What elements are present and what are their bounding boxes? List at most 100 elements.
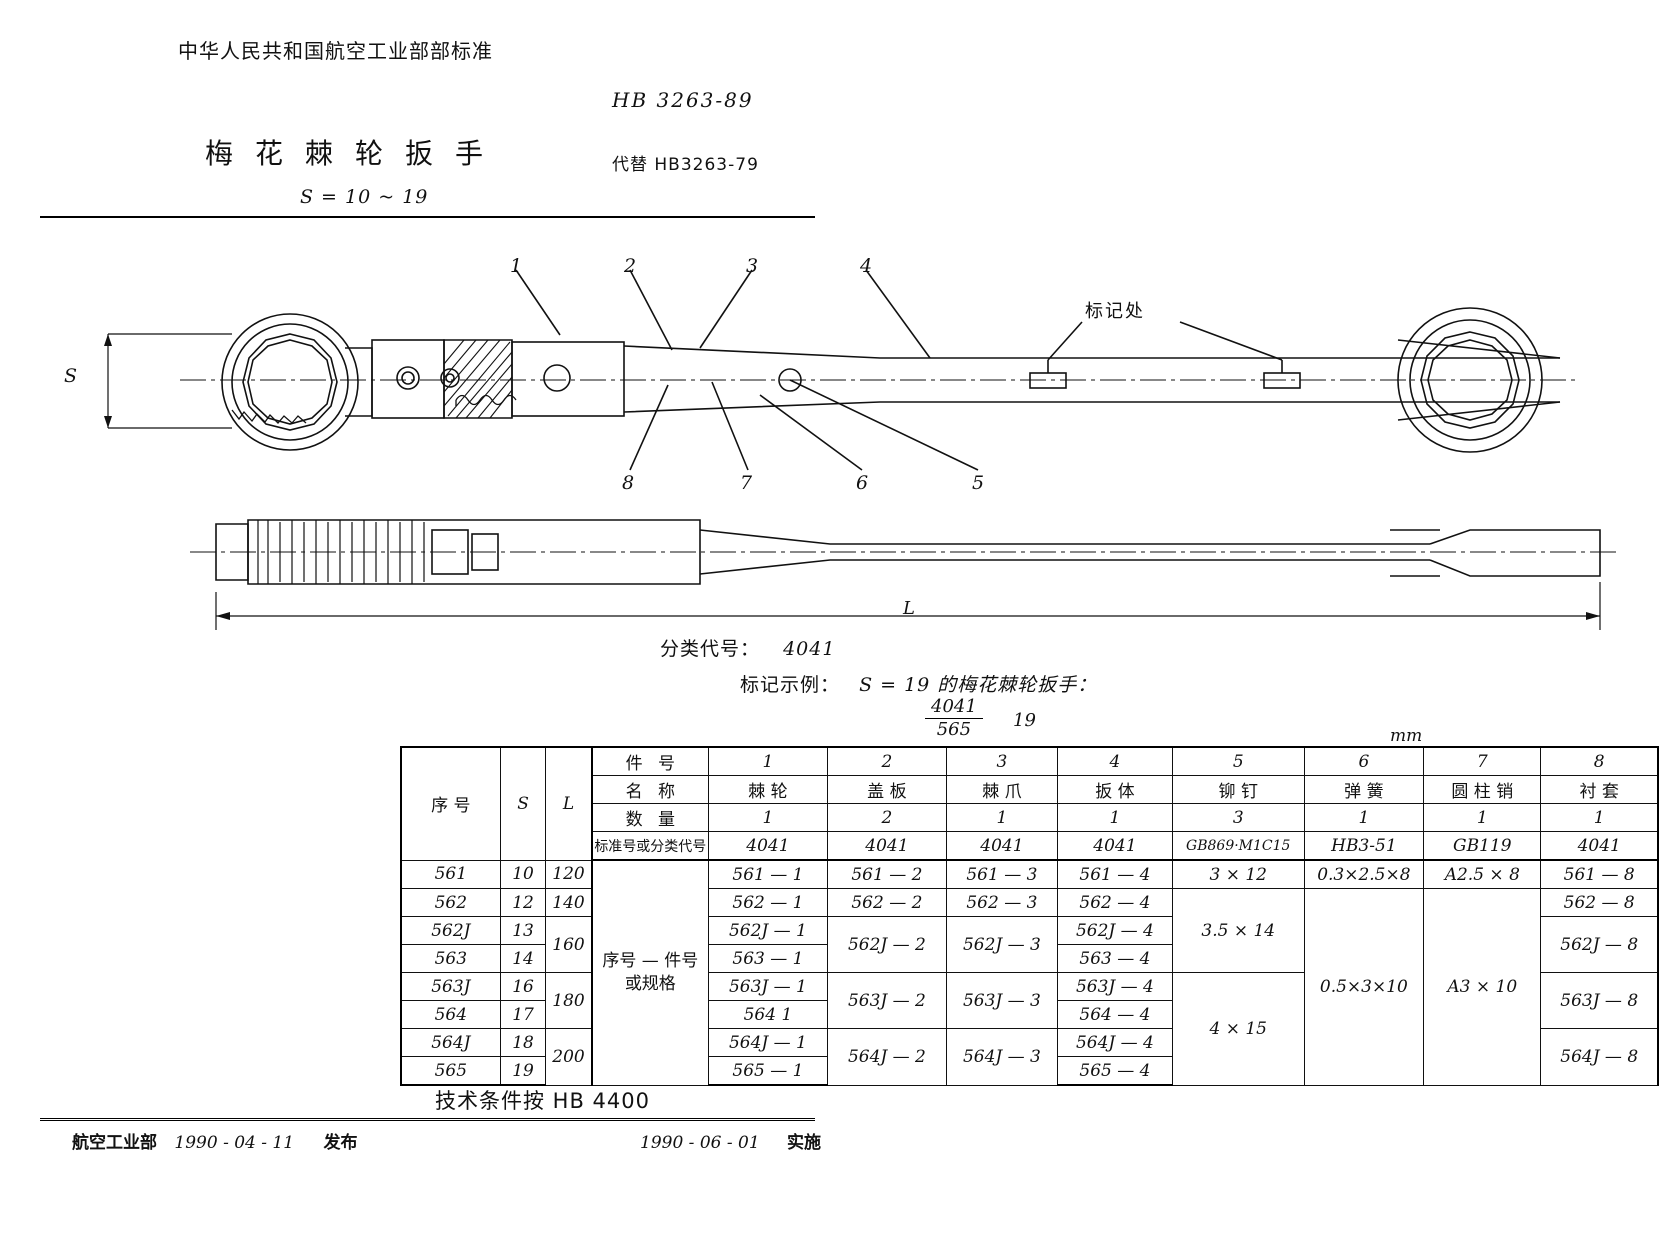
- cell-xuhao: 563: [399, 944, 501, 973]
- table-row: 561 10 120 序号 — 件号 或规格 561 — 1 561 — 2 5…: [399, 859, 1659, 1086]
- handle-bottom-edge: [623, 401, 1560, 413]
- cell-c2: 563J — 2: [826, 972, 947, 1029]
- cell-qty-3: 1: [945, 803, 1058, 832]
- cell-c4: 563 — 4: [1056, 944, 1173, 973]
- cell-c1: 562J — 1: [707, 916, 828, 945]
- table-row: 565 19 565 — 1 565 — 4: [399, 1056, 1658, 1086]
- table-row: 562 12 140 562 — 1 562 — 2 562 — 3 562 —…: [399, 888, 1659, 1086]
- cell-qty-2: 2: [826, 803, 947, 832]
- cell-c2: 562J — 2: [826, 916, 947, 973]
- table-row: 563J 16 180 563J — 1 563J — 2 563J — 3 5…: [399, 972, 1659, 1086]
- leader-6: [759, 394, 863, 471]
- cell-col-s: S: [499, 746, 547, 861]
- cell-part-no-6: 6: [1303, 746, 1425, 776]
- right-ring-twelve-point: [1420, 331, 1520, 429]
- cell-xuhao: 561: [399, 859, 501, 889]
- leader-mark-right: [1179, 321, 1283, 361]
- cell-c1: 565 — 1: [707, 1056, 828, 1086]
- callout-4: 4: [860, 255, 873, 277]
- cell-c2: 564J — 2: [826, 1028, 947, 1086]
- cell-label-shuliang: 数 量: [591, 803, 709, 832]
- cell-s: 18: [499, 1028, 547, 1057]
- right-ring-mid: [1409, 319, 1531, 441]
- cell-label-mingcheng: 名 称: [591, 775, 709, 804]
- left-ring-mid: [231, 323, 349, 441]
- cell-s: 14: [499, 944, 547, 973]
- cell-xuhao: 564: [399, 1000, 501, 1029]
- cell-c5: 4 × 15: [1171, 972, 1305, 1086]
- cell-qty-4: 1: [1056, 803, 1173, 832]
- cell-c1: 561 — 1: [707, 859, 828, 889]
- dim-s-arrows: [104, 333, 232, 429]
- cell-c3: 563J — 3: [945, 972, 1058, 1029]
- cell-std-4: 4041: [1056, 831, 1173, 861]
- callout-6: 6: [856, 472, 869, 494]
- size-range: S = 10 ~ 19: [300, 186, 429, 208]
- cell-part-name-7: 圆 柱 销: [1423, 775, 1542, 804]
- cell-c6: 0.5×3×10: [1303, 888, 1425, 1086]
- cell-part-no-8: 8: [1540, 746, 1659, 776]
- ministry-standard-heading: 中华人民共和国航空工业部部标准: [178, 39, 493, 63]
- cell-qty-5: 3: [1171, 803, 1305, 832]
- cell-part-no-1: 1: [707, 746, 828, 776]
- cell-std-2: 4041: [826, 831, 947, 861]
- cell-l: 200: [545, 1028, 593, 1086]
- marking-fraction-denominator: 565: [936, 719, 972, 740]
- cell-c4: 563J — 4: [1056, 972, 1173, 1001]
- table-row-standard-code: 标准号或分类代号 4041 4041 4041 4041 GB869·M1C15…: [401, 831, 1659, 861]
- cell-c2: 561 — 2: [826, 859, 947, 889]
- leader-7: [711, 381, 749, 471]
- cell-c6: 0.3×2.5×8: [1303, 859, 1425, 889]
- cell-c3: 562 — 3: [945, 888, 1058, 917]
- cell-part-no-5: 5: [1171, 746, 1305, 776]
- pin-hole: [440, 368, 460, 388]
- cell-std-1: 4041: [707, 831, 828, 861]
- footer-issue: 航空工业部 1990 - 04 - 11 发布: [72, 1128, 357, 1153]
- cell-c2: 562 — 2: [826, 888, 947, 917]
- cell-part-name-3: 棘 爪: [945, 775, 1058, 804]
- cell-part-name-6: 弹 簧: [1303, 775, 1425, 804]
- cell-s: 19: [499, 1056, 547, 1086]
- cell-c1: 564 1: [707, 1000, 828, 1029]
- cell-c5: 3.5 × 14: [1171, 888, 1305, 973]
- cell-l: 140: [545, 888, 593, 917]
- cell-std-7: GB119: [1423, 831, 1542, 861]
- cell-c8: 564J — 8: [1540, 1028, 1659, 1086]
- technical-drawing: [104, 269, 1620, 630]
- standard-number: HB 3263-89: [612, 88, 754, 112]
- callout-7: 7: [740, 472, 753, 494]
- cell-part-name-1: 棘 轮: [707, 775, 828, 804]
- rivet-hole-1: [396, 366, 420, 390]
- cell-label-biaozhunhao: 标准号或分类代号: [591, 831, 709, 861]
- cell-qty-8: 1: [1540, 803, 1659, 832]
- cell-qty-7: 1: [1423, 803, 1542, 832]
- cell-c4: 562J — 4: [1056, 916, 1173, 945]
- cell-col-xuhao: 序 号: [399, 746, 501, 861]
- leader-mark-left: [1047, 321, 1083, 361]
- table-row-part-number: 序 号 S L 件 号 1 2 3 4 5 6 7 8: [399, 746, 1659, 861]
- dim-l-label: L: [903, 598, 915, 619]
- cell-part-no-3: 3: [945, 746, 1058, 776]
- footer-effective-date: 1990 - 06 - 01: [640, 1133, 760, 1153]
- corner-note-line1: 序号 — 件号: [602, 950, 699, 971]
- left-ring-twelve-point: [242, 333, 338, 431]
- cell-c7: A3 × 10: [1423, 888, 1542, 1086]
- cell-c4: 564 — 4: [1056, 1000, 1173, 1029]
- cell-std-6: HB3-51: [1303, 831, 1425, 861]
- cell-c8: 562J — 8: [1540, 916, 1659, 973]
- footer-effective-word: 实施: [787, 1133, 822, 1153]
- corner-note-line2: 或规格: [624, 973, 676, 994]
- cell-c3: 564J — 3: [945, 1028, 1058, 1086]
- unit-label: mm: [1390, 726, 1423, 746]
- leader-2: [629, 269, 673, 351]
- right-ring-fillets: [1397, 339, 1561, 421]
- leader-4: [865, 269, 931, 359]
- dim-l-arrows: [215, 582, 1601, 630]
- leader-5: [789, 379, 979, 471]
- cell-c1: 562 — 1: [707, 888, 828, 917]
- callout-8: 8: [622, 472, 635, 494]
- table-row: 564J 18 200 564J — 1 564J — 2 564J — 3 5…: [399, 1028, 1659, 1086]
- cell-xuhao: 563J: [399, 972, 501, 1001]
- cell-c1: 563 — 1: [707, 944, 828, 973]
- replaces-standard: 代替 HB3263-79: [612, 155, 759, 175]
